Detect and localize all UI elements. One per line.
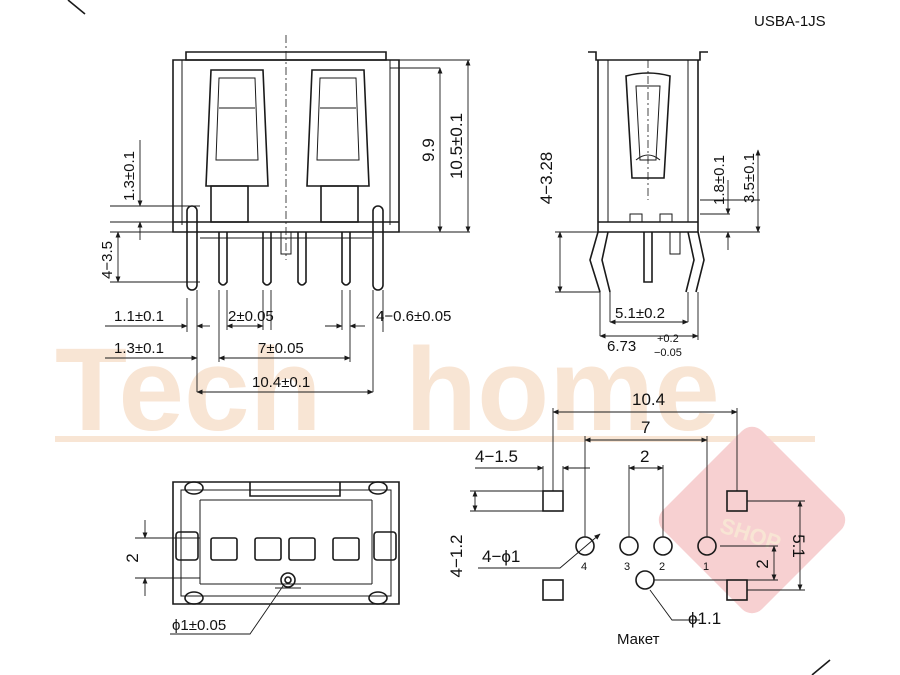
footprint-pad-bottom-left (542, 579, 564, 601)
footprint-dim-2-row: 2 (753, 559, 772, 568)
bottom-dim-d1: ϕ1±0.05 (172, 617, 226, 634)
bottom-view: 2 ϕ1±0.05 (123, 481, 400, 635)
footprint-dim-10-4: 10.4 (632, 390, 665, 409)
footprint-dim-2-pitch: 2 (640, 447, 649, 466)
front-dim-1-1: 1.1±0.1 (114, 308, 164, 325)
front-dim-10-5: 10.5±0.1 (447, 113, 466, 179)
side-dim-6-73-plus: +0.2 (657, 333, 679, 345)
watermark: Tech home SHOP (55, 324, 846, 614)
pin-label-2: 2 (659, 561, 665, 573)
front-dim-1-3-horiz: 1.3±0.1 (114, 340, 164, 357)
footprint-dim-7: 7 (641, 418, 650, 437)
footprint-caption: Макет (617, 631, 660, 648)
bottom-dim-2: 2 (123, 553, 142, 562)
pin-label-1: 1 (703, 561, 709, 573)
footprint-pad-top-left (542, 490, 564, 512)
side-view: 4−3.28 1.8±0.1 3.5±0.1 5.1±0.2 6.73 +0.2… (537, 51, 761, 359)
side-dim-5-1: 5.1±0.2 (615, 305, 665, 322)
front-dim-9-9: 9.9 (419, 138, 438, 162)
side-dim-6-73-minus: −0.05 (654, 347, 682, 359)
pcb-footprint: 4 3 2 1 10.4 7 2 4−1.5 4−1.2 5.1 2 4−ϕ1 … (447, 390, 808, 648)
footprint-dim-5-1: 5.1 (789, 534, 808, 558)
front-dim-4-0-6: 4−0.6±0.05 (376, 308, 451, 325)
footprint-dim-4-1-5: 4−1.5 (475, 447, 518, 466)
side-dim-6-73: 6.73 (607, 338, 636, 355)
side-dim-3-5: 3.5±0.1 (741, 153, 758, 203)
side-dim-1-8: 1.8±0.1 (711, 155, 728, 205)
front-dim-10-4: 10.4±0.1 (252, 374, 310, 391)
front-dim-2: 2±0.05 (228, 308, 274, 325)
corner-mark-bottom-right (811, 659, 831, 675)
corner-mark-top-left (67, 0, 86, 15)
footprint-dim-4-d1: 4−ϕ1 (482, 547, 520, 566)
front-view: 9.9 10.5±0.1 1.3±0.1 4−3.5 1.1±0.1 2±0.0… (99, 35, 471, 395)
pin-label-3: 3 (624, 561, 630, 573)
footprint-dim-4-1-2: 4−1.2 (447, 534, 466, 577)
model-label: USBA-1JS (754, 13, 826, 30)
front-dim-7: 7±0.05 (258, 340, 304, 357)
watermark-text-b: home (405, 324, 720, 456)
pin-label-4: 4 (581, 561, 587, 573)
footprint-dim-d1-1: ϕ1.1 (688, 609, 721, 628)
front-dim-4-3-5: 4−3.5 (99, 241, 116, 279)
front-dim-1-3-vert: 1.3±0.1 (121, 151, 138, 201)
side-dim-4-3-28: 4−3.28 (537, 152, 556, 204)
